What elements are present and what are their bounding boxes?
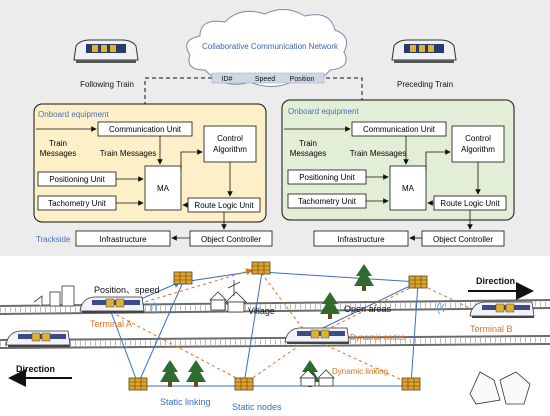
train-messages-right-line1: Train xyxy=(299,139,317,148)
direction-bottom-label: Direction xyxy=(16,364,55,374)
preceding-train-label: Preceding Train xyxy=(397,80,453,89)
static-node-2 xyxy=(251,261,271,275)
cloud-field-speed: Speed xyxy=(255,76,275,83)
ma-label-left: MA xyxy=(157,184,170,193)
ma-label-right: MA xyxy=(402,184,415,193)
village-houses-icon xyxy=(209,280,247,313)
tree-icon xyxy=(354,264,374,291)
control-algo-line1-left: Control xyxy=(217,134,243,143)
train-middle-icon xyxy=(284,327,350,345)
static-node-4 xyxy=(128,377,148,391)
infrastructure-box-left xyxy=(75,230,171,247)
tree-icon xyxy=(186,360,206,387)
route-logic-label-right: Route Logic Unit xyxy=(440,199,500,208)
static-linking-label: Static linking xyxy=(160,397,211,407)
infrastructure-label-left: Infrastructure xyxy=(99,235,147,244)
onboard-equipment-left: Onboard equipment Communication Unit Con… xyxy=(33,103,267,223)
left-buildings-icon xyxy=(33,285,75,307)
control-algo-box-right xyxy=(451,125,505,163)
signal-icon xyxy=(149,301,445,315)
control-algo-line2-right: Algorithm xyxy=(461,145,495,154)
tachometry-label-left: Tachometry Unit xyxy=(48,199,107,208)
infrastructure-box-right xyxy=(313,230,409,247)
cloud-link-left xyxy=(141,77,212,123)
comm-unit-label-left: Communication Unit xyxy=(109,125,182,134)
train-terminal-b-icon xyxy=(469,301,535,319)
comm-unit-box-left xyxy=(97,121,193,137)
right-houses-icon xyxy=(299,369,531,405)
terminal-a-label: Terminal A xyxy=(90,319,132,329)
cloud-field-position: Position xyxy=(290,76,315,83)
cloud-network: Collaborative Communication Network ID# … xyxy=(186,9,347,87)
ma-box-left xyxy=(144,165,182,211)
train-messages-left-line2: Messages xyxy=(40,149,76,158)
comm-unit-label-right: Communication Unit xyxy=(363,125,436,134)
train-messages-mid-right: Train Messages xyxy=(350,149,407,158)
position-speed-label: Position、speed xyxy=(94,285,160,295)
village-label: Village xyxy=(248,306,275,316)
following-train-label: Following Train xyxy=(80,80,134,89)
infrastructure-label-right: Infrastructure xyxy=(337,235,385,244)
object-controller-box-right xyxy=(421,230,505,247)
railway-tracks xyxy=(0,299,550,349)
train-messages-mid-left: Train Messages xyxy=(100,149,157,158)
positioning-label-right: Positioning Unit xyxy=(299,173,355,182)
train-messages-right-line2: Messages xyxy=(290,149,326,158)
static-node-1 xyxy=(173,271,193,285)
trackside-row: Trackside Infrastructure Object Controll… xyxy=(36,210,505,247)
tachometry-label-right: Tachometry Unit xyxy=(298,197,357,206)
route-logic-label-left: Route Logic Unit xyxy=(194,201,254,210)
static-node-6 xyxy=(401,377,421,391)
static-nodes-label: Static nodes xyxy=(232,402,282,412)
ma-box-right xyxy=(389,165,427,211)
object-controller-label-right: Object Controller xyxy=(433,235,493,244)
dynamic-nodes-label: Dynamic nodes xyxy=(350,333,405,342)
control-algo-line1-right: Control xyxy=(465,134,491,143)
onboard-title-left: Onboard equipment xyxy=(38,110,109,119)
dynamic-linking-label: Dynamic linking xyxy=(332,367,388,376)
tree-icon xyxy=(320,292,340,319)
object-controller-label-left: Object Controller xyxy=(201,235,261,244)
terminal-b-label: Terminal B xyxy=(470,324,513,334)
cloud-title: Collaborative Communication Network xyxy=(202,42,339,51)
object-controller-box-left xyxy=(189,230,273,247)
open-areas-label: Open areas xyxy=(344,304,392,314)
train-lower-left-icon xyxy=(5,330,71,348)
onboard-title-right: Onboard equipment xyxy=(288,107,359,116)
comm-unit-box-right xyxy=(351,121,447,137)
control-algo-box-left xyxy=(203,125,257,163)
onboard-equipment-right: Onboard equipment Communication Unit Con… xyxy=(281,99,515,221)
cloud-field-id: ID# xyxy=(222,76,233,83)
positioning-label-left: Positioning Unit xyxy=(49,175,105,184)
static-node-5 xyxy=(234,377,254,391)
control-algo-line2-left: Algorithm xyxy=(213,145,247,154)
train-messages-left-line1: Train xyxy=(49,139,67,148)
trackside-label: Trackside xyxy=(36,235,71,244)
static-node-3 xyxy=(408,275,428,289)
train-terminal-a-icon xyxy=(79,296,145,314)
tree-icon xyxy=(160,360,180,387)
following-train-icon xyxy=(73,39,139,64)
preceding-train-icon xyxy=(391,39,457,64)
direction-top-label: Direction xyxy=(476,276,515,286)
